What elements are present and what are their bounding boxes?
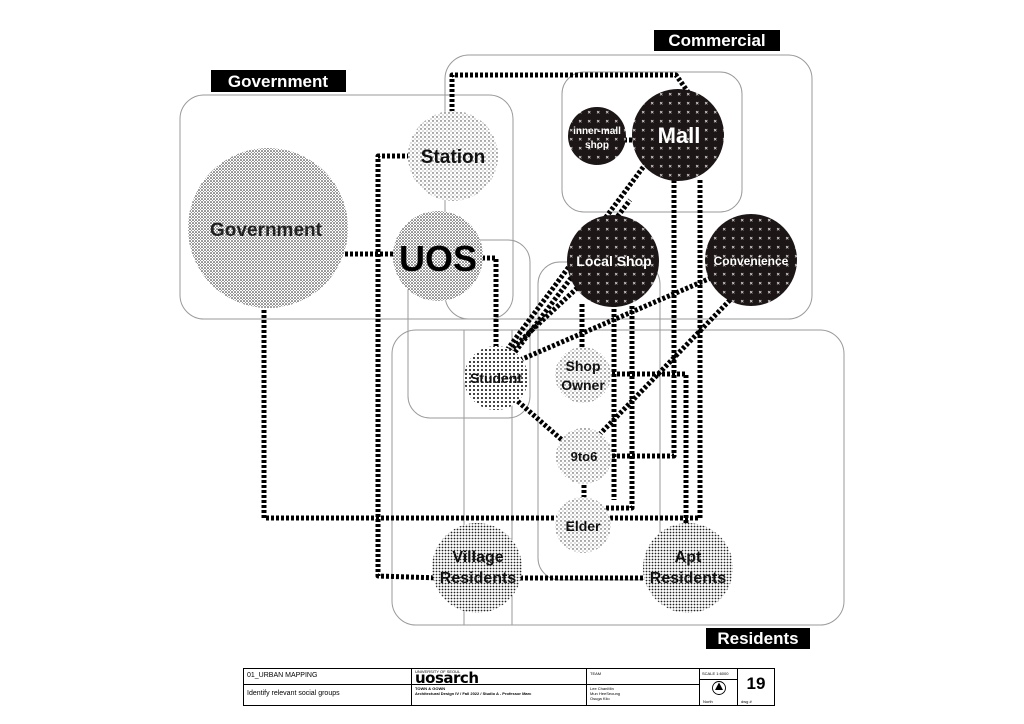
label-village-residents-1: Village [452, 549, 503, 566]
node-village-residents [432, 523, 522, 613]
link-station-mall [449, 72, 691, 112]
residents-group-box [391, 329, 845, 626]
link-student-9to6 [512, 396, 564, 442]
team-member: Osuga Kiio [590, 696, 610, 701]
inner-commercial-box [561, 71, 743, 213]
label-uos: UOS [399, 238, 477, 279]
title-block-project: UNIVERSITY OF SEOUL uosarch TOWN & GOWN … [412, 669, 587, 705]
sheet-label: dwg # [741, 699, 752, 704]
tag-commercial-bg [654, 30, 780, 51]
label-inner-mall-shop-2: shop [585, 140, 609, 151]
link-uos-student [482, 255, 499, 354]
link-station-village [375, 153, 441, 581]
title-block: 01_URBAN MAPPING Identify relevant socia… [243, 668, 775, 706]
node-elder [555, 497, 611, 553]
node-local-shop [567, 215, 659, 307]
link-mall-apt [606, 180, 703, 521]
node-apt-residents [643, 523, 733, 613]
title-block-team: TEAM Lee ChanMin Mun HeeSeoung Osuga Kii… [587, 669, 700, 705]
node-inner-mall-shop [568, 107, 626, 165]
team-member: Mun HeeSeoung [590, 691, 621, 696]
label-convenience: Convenience [714, 254, 789, 268]
team-member: Lee ChanMin [590, 686, 614, 691]
nodes [188, 89, 797, 613]
node-labels: Government Station UOS inner-mall shop M… [210, 123, 789, 587]
project-name: TOWN & GOWN [415, 686, 446, 691]
label-student: Student [470, 370, 522, 386]
group-outlines [179, 54, 845, 626]
link-student-localshop [500, 274, 592, 360]
team-label: TEAM [587, 669, 699, 685]
label-shop-owner-2: Owner [561, 377, 605, 393]
scale-label: SCALE 1:6000 [700, 669, 737, 680]
node-government [188, 148, 348, 308]
title-block-scale: SCALE 1:6000 North [700, 669, 738, 705]
label-shop-owner-1: Shop [566, 358, 601, 374]
label-apt-residents-2: Residents [650, 570, 727, 587]
tag-commercial: Commercial [668, 31, 765, 50]
label-apt-residents-1: Apt [675, 549, 702, 566]
tag-residents-bg [706, 628, 810, 649]
label-inner-mall-shop-1: inner-mall [573, 126, 621, 137]
label-government: Government [210, 220, 323, 241]
node-9to6 [556, 428, 612, 484]
node-uos [393, 211, 483, 301]
link-government-elder [261, 310, 560, 521]
group-tags: Government Commercial Residents [211, 30, 810, 649]
title-block-sheet: 19 dwg # [738, 669, 774, 705]
link-student-convenience [519, 271, 721, 363]
label-elder: Elder [565, 518, 601, 534]
label-mall: Mall [658, 123, 701, 148]
title-block-section: 01_URBAN MAPPING Identify relevant socia… [244, 669, 412, 705]
section-name: 01_URBAN MAPPING [244, 669, 411, 685]
tag-government-bg [211, 70, 346, 92]
link-mall-9to6 [612, 180, 677, 459]
sheet-number: 19 [746, 674, 766, 693]
node-student [464, 346, 528, 410]
label-village-residents-2: Residents [440, 570, 517, 587]
course-info: Architectural Design IV / Fall 2022 / St… [415, 691, 532, 696]
link-shopowner-apt [612, 371, 689, 530]
north-label: North [703, 699, 713, 704]
label-local-shop: Local Shop [576, 253, 651, 269]
logo-caption: UNIVERSITY OF SEOUL [415, 669, 461, 674]
label-9to6: 9to6 [571, 449, 598, 464]
subject-text: Identify relevant social groups [247, 690, 340, 697]
north-arrow-icon [712, 681, 726, 695]
node-mall [632, 89, 724, 181]
node-shop-owner [555, 347, 611, 403]
link-convenience-9to6 [596, 298, 732, 438]
tag-residents: Residents [717, 629, 798, 648]
node-convenience [705, 214, 797, 306]
node-station [408, 111, 498, 201]
village-zone-box [463, 329, 513, 626]
label-station: Station [421, 147, 485, 168]
social-groups-diagram: Government Station UOS inner-mall shop M… [179, 30, 845, 649]
tag-government: Government [228, 72, 328, 91]
government-group-box [179, 94, 514, 320]
uosarch-logo: uosarch [415, 669, 479, 687]
